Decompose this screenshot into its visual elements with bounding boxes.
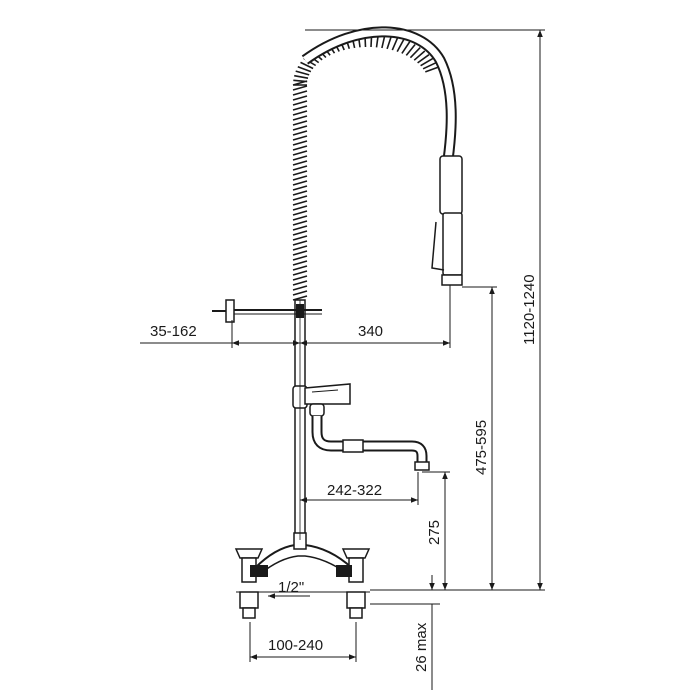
dim-spray-height: 475-595 bbox=[473, 420, 490, 475]
swivel-spout bbox=[311, 416, 430, 471]
coil-spring bbox=[292, 32, 439, 301]
dim-spout-reach: 242-322 bbox=[327, 482, 382, 499]
dim-thread: 1/2" bbox=[278, 579, 304, 596]
dim-total-height: 1120-1240 bbox=[521, 274, 538, 345]
deck-mixer bbox=[234, 532, 371, 619]
dim-spray-reach: 340 bbox=[358, 323, 383, 340]
faucet-body bbox=[212, 26, 463, 619]
spray-trigger bbox=[431, 221, 445, 271]
cold-handle bbox=[234, 548, 268, 619]
mid-valve bbox=[292, 383, 351, 420]
dim-lever-offset: 35-162 bbox=[150, 323, 197, 340]
spray-head bbox=[431, 155, 463, 286]
dim-centers: 100-240 bbox=[268, 637, 323, 654]
spring-coils bbox=[292, 32, 439, 301]
dimension-labels: 35-162 340 242-322 1/2" 100-240 275 475-… bbox=[150, 274, 538, 672]
dim-deck-thickness: 26 max bbox=[413, 622, 430, 672]
hot-handle bbox=[336, 548, 371, 619]
dim-spout-height: 275 bbox=[426, 520, 443, 545]
dimension-lines bbox=[140, 29, 545, 690]
